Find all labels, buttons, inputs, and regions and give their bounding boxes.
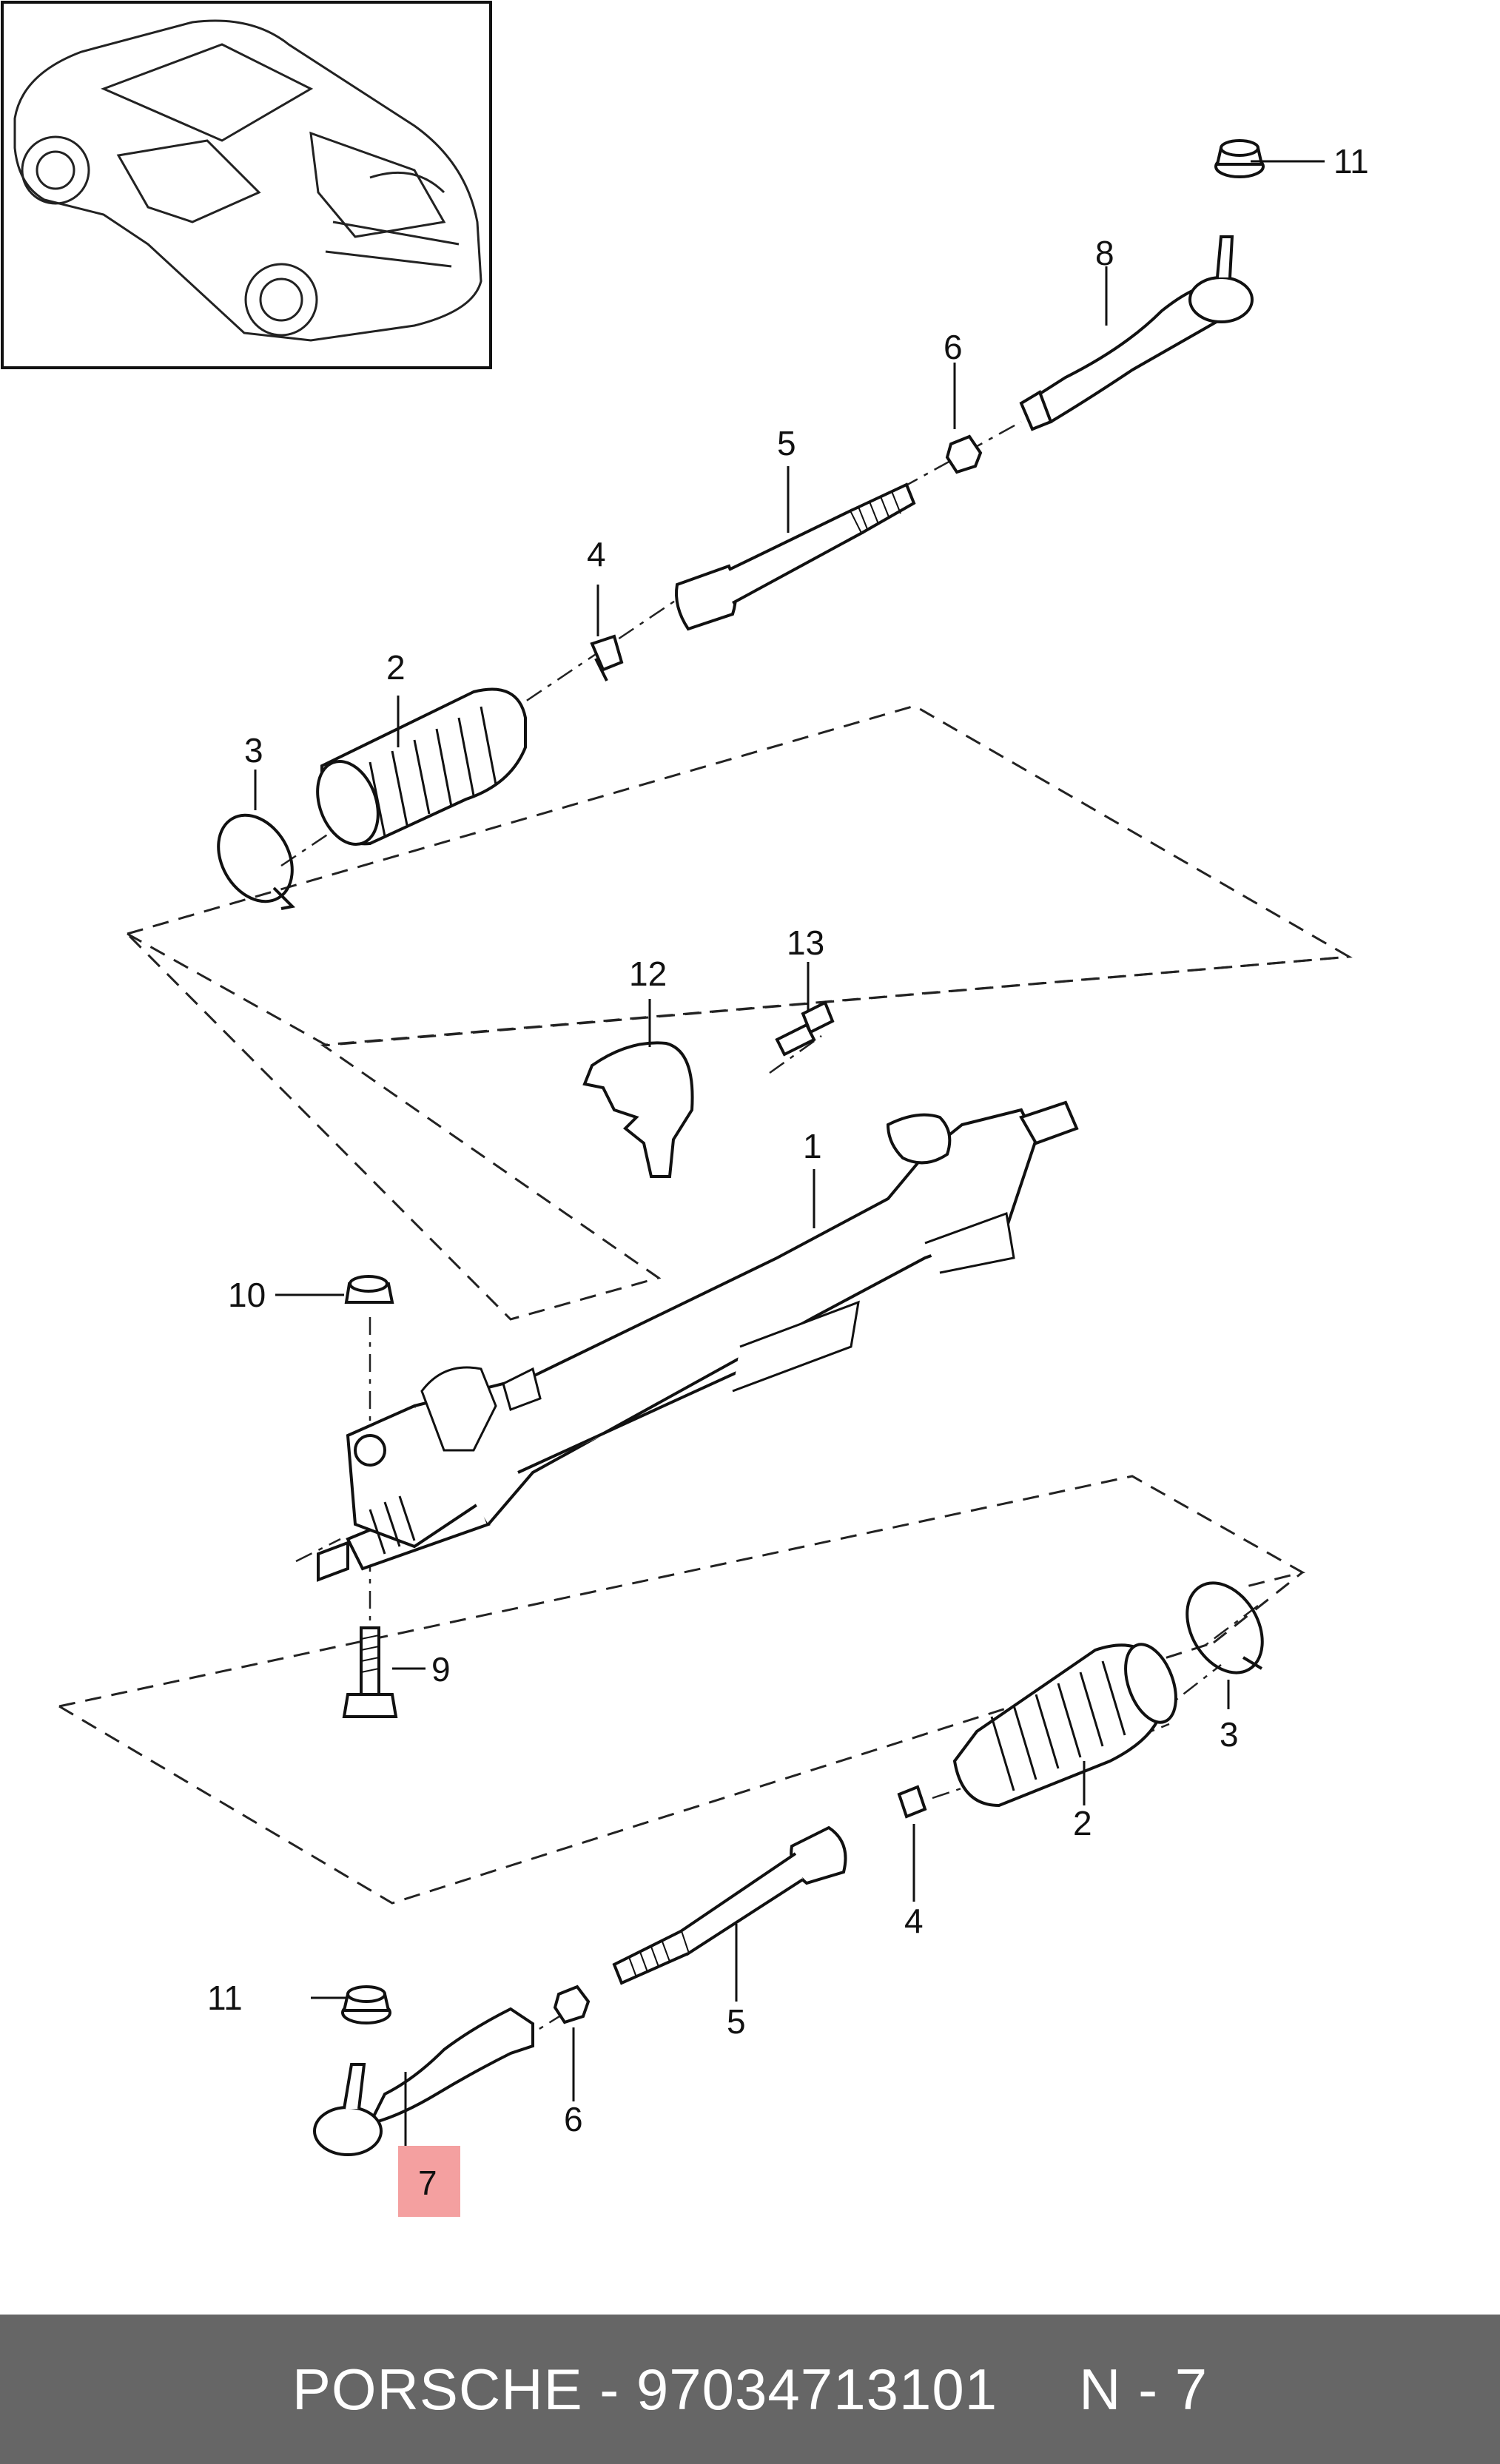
- callout-6-bottom: 6: [564, 2100, 583, 2138]
- callout-5-bottom: 5: [727, 2002, 746, 2041]
- callout-11-top: 11: [1333, 142, 1369, 181]
- clip-bottom: [897, 1785, 927, 1819]
- callout-9: 9: [431, 1650, 451, 1689]
- callout-11-bottom: 11: [207, 1979, 243, 2017]
- bellows-boot-top: [316, 687, 527, 846]
- callout-4-bottom: 4: [904, 1902, 924, 1940]
- callout-7: 7: [418, 2164, 437, 2202]
- tie-rod-end-left: [313, 2007, 534, 2156]
- car-thumbnail: [1, 1, 492, 369]
- steering-rack: [317, 1100, 1079, 1582]
- callout-8: 8: [1095, 234, 1114, 272]
- jam-nut-bottom: [553, 1985, 591, 2024]
- parts-diagram: 11 8 6 5 4 2 3 13 12 1 10 9 3 2 4 5 11 6…: [1, 1, 1369, 2217]
- callout-3-bottom: 3: [1220, 1715, 1239, 1754]
- bellows-boot-bottom: [952, 1643, 1177, 1808]
- callout-5-top: 5: [777, 424, 796, 462]
- clamp-ring-top: [217, 813, 296, 910]
- callout-10: 10: [228, 1276, 266, 1314]
- callout-2-bottom: 2: [1073, 1804, 1092, 1842]
- heat-shield: [582, 1041, 694, 1178]
- jam-nut-top: [945, 434, 983, 474]
- callout-13: 13: [787, 923, 824, 962]
- leader-lines: [254, 160, 1325, 2146]
- footer-bar: PORSCHE - 97034713101 N - 7: [0, 2315, 1500, 2464]
- callout-labels: 11 8 6 5 4 2 3 13 12 1 10 9 3 2 4 5 11 6…: [207, 142, 1369, 2202]
- upper-group-outline: [58, 704, 1353, 1905]
- part-number-label: PORSCHE - 97034713101: [292, 2356, 998, 2422]
- inner-tie-rod-top: [675, 482, 916, 631]
- callout-3-top: 3: [244, 731, 263, 770]
- clamp-ring-bottom: [1185, 1581, 1264, 1674]
- upper-boot-outline: [127, 932, 1350, 1046]
- callout-4-top: 4: [587, 535, 606, 573]
- clip-top: [590, 634, 624, 681]
- flange-nut-top: [1214, 139, 1265, 178]
- nut-10: [344, 1275, 394, 1304]
- flange-nut-bottom: [341, 1985, 391, 2024]
- callout-1: 1: [803, 1127, 822, 1165]
- highlight-box-7: [398, 2146, 460, 2217]
- inner-tie-rod-bottom: [612, 1825, 847, 1985]
- callout-2-top: 2: [386, 648, 406, 687]
- bolt-9: [342, 1626, 398, 1718]
- tie-rod-end-right: [1019, 235, 1254, 431]
- page-reference-label: N - 7: [1079, 2356, 1208, 2422]
- callout-12: 12: [629, 955, 667, 993]
- callout-6-top: 6: [944, 328, 963, 366]
- center-lines: [280, 420, 1259, 2044]
- bolt-13: [775, 1000, 835, 1057]
